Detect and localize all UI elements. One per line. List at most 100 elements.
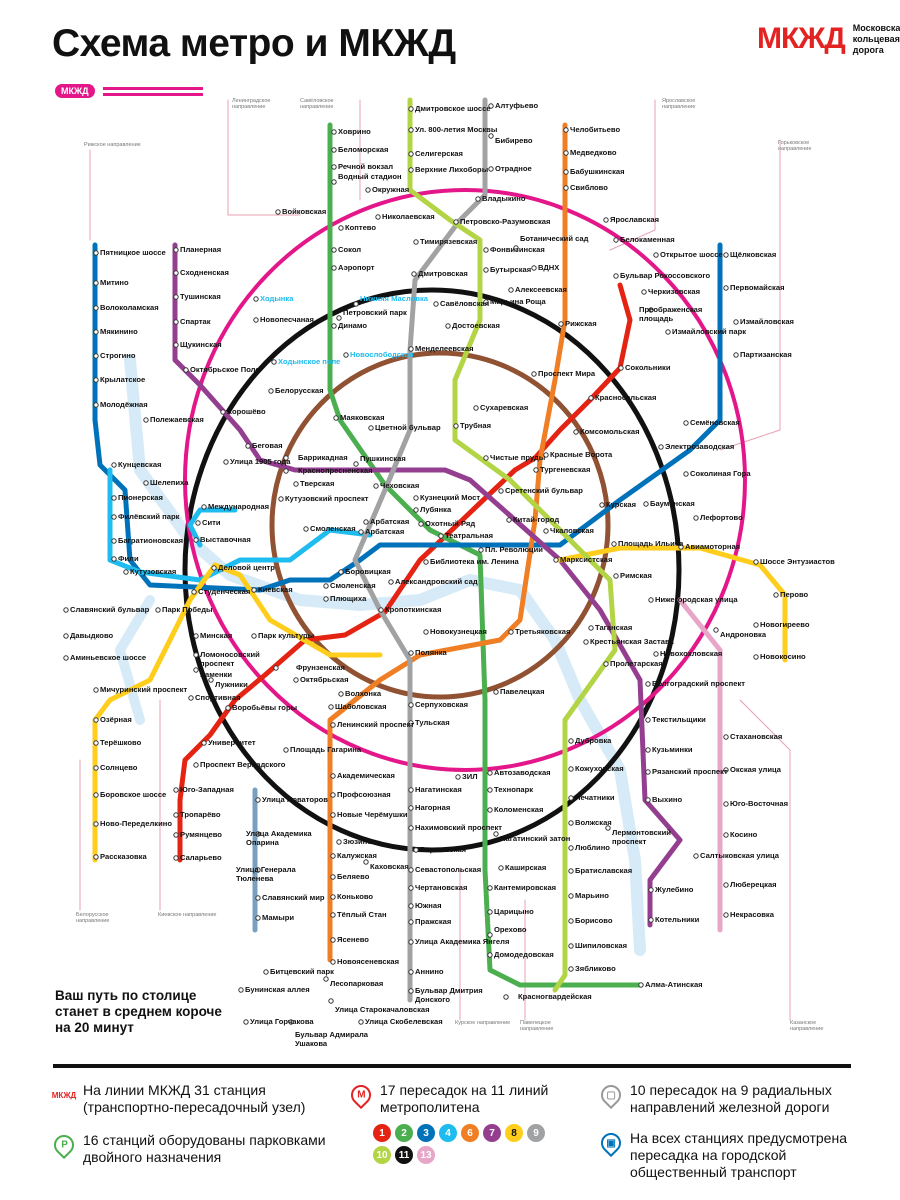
station-label[interactable]: Новокузнецкая — [430, 627, 487, 636]
station-label[interactable]: Октябрьская — [300, 675, 349, 684]
station-label[interactable]: Нахимовский проспект — [415, 823, 503, 832]
station-label[interactable]: Лужники — [215, 680, 248, 689]
station-label[interactable]: Багратионовская — [118, 536, 184, 545]
station-label[interactable]: Бауманская — [650, 499, 695, 508]
station-label[interactable]: Площадь Ильича — [618, 539, 684, 548]
station-label[interactable]: Волгоградский проспект — [652, 679, 745, 688]
station-label[interactable]: Площадь Гагарина — [290, 745, 362, 754]
station-label[interactable]: Красногвардейская — [518, 992, 592, 1001]
station-label[interactable]: Аннино — [415, 967, 444, 976]
station-label[interactable]: Лермонтовский проспект — [612, 828, 671, 846]
station-label[interactable]: Измайловская — [740, 317, 794, 326]
station-label[interactable]: Улица Генерала Тюленева — [236, 865, 296, 883]
station-label[interactable]: Варшавская — [420, 845, 467, 854]
station-label[interactable]: Александровский сад — [395, 577, 478, 586]
station-label[interactable]: Крылатское — [100, 375, 146, 384]
station-label[interactable]: Улица Новаторов — [262, 795, 328, 804]
station-label[interactable]: Тёплый Стан — [337, 910, 387, 919]
station-label[interactable]: Перово — [780, 590, 809, 599]
station-label[interactable]: Нагорная — [415, 803, 451, 812]
station-label[interactable]: Шоссе Энтузиастов — [760, 557, 835, 566]
station-label[interactable]: Краснопресненская — [298, 466, 373, 475]
station-label[interactable]: Ново-Переделкино — [100, 819, 172, 828]
station-label[interactable]: Медведково — [570, 148, 617, 157]
station-label[interactable]: Проспект Мира — [538, 369, 596, 378]
station-label[interactable]: Шелепиха — [150, 478, 189, 487]
station-label[interactable]: Пл. Революции — [485, 545, 543, 554]
station-label[interactable]: Аминьевское шоссе — [70, 653, 147, 662]
station-label[interactable]: Полежаевская — [150, 415, 204, 424]
station-label[interactable]: Бульвар Адмирала Ушакова — [295, 1030, 369, 1048]
station-label[interactable]: Фонвизинская — [490, 245, 545, 254]
station-label[interactable]: Серпуховская — [415, 700, 469, 709]
station-label[interactable]: Тимирязевская — [420, 237, 478, 246]
station-label[interactable]: Парк культуры — [258, 631, 315, 640]
station-label[interactable]: Волжская — [575, 818, 612, 827]
station-label[interactable]: Боровицкая — [345, 567, 391, 576]
station-label[interactable]: Плющиха — [330, 594, 367, 603]
station-label[interactable]: Университет — [208, 738, 256, 747]
station-label[interactable]: Белокаменная — [620, 235, 675, 244]
station-label[interactable]: Новые Черёмушки — [337, 810, 408, 819]
station-label[interactable]: Бибирево — [495, 136, 533, 145]
station-label[interactable]: Ясенево — [337, 935, 369, 944]
station-label[interactable]: Улица Скобелевская — [365, 1017, 443, 1026]
station-label[interactable]: Пушкинская — [360, 454, 406, 463]
station-label[interactable]: Лесопарковая — [330, 979, 384, 988]
station-label[interactable]: Улица Академика Янгеля — [415, 937, 510, 946]
station-label[interactable]: Славянский мир — [262, 893, 325, 902]
station-label[interactable]: Нижняя Масловка — [360, 294, 429, 303]
station-label[interactable]: Битцевский парк — [270, 967, 334, 976]
station-label[interactable]: Коломенская — [494, 805, 544, 814]
station-label[interactable]: Николаевская — [382, 212, 435, 221]
station-label[interactable]: Бунинская аллея — [245, 985, 310, 994]
station-label[interactable]: Южная — [415, 901, 442, 910]
station-label[interactable]: Технопарк — [494, 785, 534, 794]
station-label[interactable]: Дмитровская — [418, 269, 468, 278]
station-label[interactable]: Строгино — [100, 351, 136, 360]
station-label[interactable]: Жулебино — [655, 885, 694, 894]
station-label[interactable]: Китай-город — [513, 515, 560, 524]
station-label[interactable]: Славянский бульвар — [70, 605, 150, 614]
station-label[interactable]: Трубная — [460, 421, 492, 430]
station-label[interactable]: Шаболовская — [335, 702, 387, 711]
station-label[interactable]: Кузнецкий Мост — [420, 493, 481, 502]
station-label[interactable]: Волоколамская — [100, 303, 159, 312]
station-label[interactable]: Кутузовский проспект — [285, 494, 369, 503]
station-label[interactable]: Отрадное — [495, 164, 532, 173]
station-label[interactable]: Улица Старокачаловская — [335, 1005, 430, 1014]
station-label[interactable]: Бульвар Рокоссовского — [620, 271, 711, 280]
station-label[interactable]: Ленинский проспект — [337, 720, 415, 729]
station-label[interactable]: Митино — [100, 278, 129, 287]
station-label[interactable]: Минская — [200, 631, 233, 640]
station-label[interactable]: Печатники — [575, 793, 615, 802]
station-label[interactable]: Румянцево — [180, 830, 222, 839]
station-label[interactable]: Чкаловская — [550, 526, 594, 535]
station-label[interactable]: Коптево — [345, 223, 377, 232]
station-label[interactable]: Братиславская — [575, 866, 633, 875]
station-label[interactable]: Севастопольская — [415, 865, 482, 874]
station-label[interactable]: Чертановская — [415, 883, 468, 892]
station-label[interactable]: Партизанская — [740, 350, 792, 359]
station-label[interactable]: Белорусская — [275, 386, 324, 395]
station-label[interactable]: Косино — [730, 830, 758, 839]
station-label[interactable]: Юго-Западная — [180, 785, 234, 794]
station-label[interactable]: Арбатская — [365, 527, 405, 536]
station-label[interactable]: Юго-Восточная — [730, 799, 789, 808]
station-label[interactable]: Ховрино — [338, 127, 371, 136]
station-label[interactable]: Тульская — [415, 718, 450, 727]
station-label[interactable]: Автозаводская — [494, 768, 551, 777]
station-label[interactable]: ВДНХ — [538, 263, 560, 272]
station-label[interactable]: Пятницкое шоссе — [100, 248, 166, 257]
station-label[interactable]: Чеховская — [380, 481, 420, 490]
station-label[interactable]: Новокосино — [760, 652, 806, 661]
station-label[interactable]: Войковская — [282, 207, 327, 216]
station-label[interactable]: Царицыно — [494, 907, 534, 916]
station-label[interactable]: Ходынское поле — [278, 357, 341, 366]
station-label[interactable]: Аэропорт — [338, 263, 375, 272]
station-label[interactable]: Динамо — [338, 321, 368, 330]
station-label[interactable]: Кожуховская — [575, 764, 624, 773]
station-label[interactable]: Сходненская — [180, 268, 229, 277]
station-label[interactable]: Киевская — [258, 585, 293, 594]
station-label[interactable]: Мякинино — [100, 327, 138, 336]
